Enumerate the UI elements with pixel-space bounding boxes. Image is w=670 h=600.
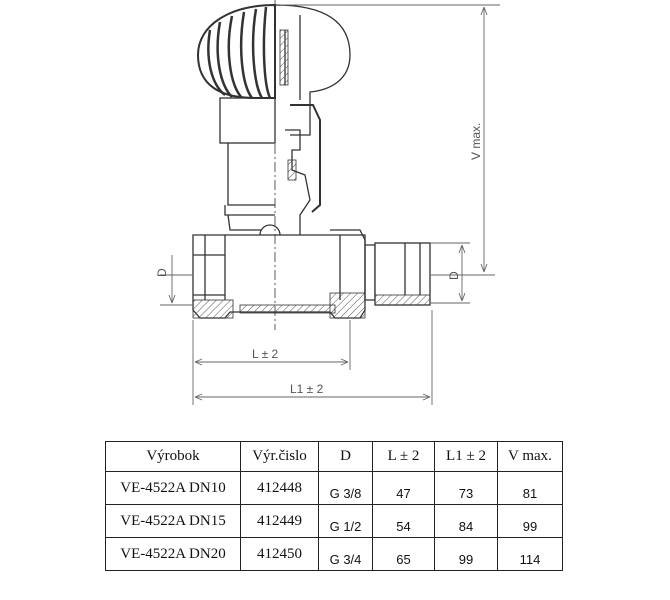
valve-body (192, 0, 431, 330)
cell-l1: 84 (434, 504, 498, 538)
dim-label-l1: L1 ± 2 (290, 382, 324, 396)
header-v-max: V max. (497, 441, 563, 472)
cell-v-max: 114 (497, 537, 563, 571)
header-catalog-number: Výr.čislo (240, 441, 319, 472)
cell-product: VE-4522A DN10 (105, 471, 241, 505)
cell-catalog-number: 412450 (240, 537, 319, 571)
table-header-row: Výrobok Výr.čislo D L ± 2 L1 ± 2 V max. (105, 441, 563, 472)
dim-label-l: L ± 2 (252, 347, 278, 361)
cell-l1: 73 (434, 471, 498, 505)
cell-l: 54 (372, 504, 435, 538)
cell-d: G 1/2 (318, 504, 373, 538)
cell-product: VE-4522A DN15 (105, 504, 241, 538)
cell-d: G 3/8 (318, 471, 373, 505)
cell-v-max: 99 (497, 504, 563, 538)
dim-label-v-max: V max. (469, 123, 483, 160)
table-row: VE-4522A DN15 412449 G 1/2 54 84 99 (105, 504, 563, 538)
cell-d: G 3/4 (318, 537, 373, 571)
cell-v-max: 81 (497, 471, 563, 505)
header-l: L ± 2 (372, 441, 435, 472)
dimension-lines (160, 4, 500, 405)
cell-catalog-number: 412448 (240, 471, 319, 505)
dimensions-table: Výrobok Výr.čislo D L ± 2 L1 ± 2 V max. … (105, 441, 563, 571)
valve-technical-drawing: D D L ± 2 L1 ± 2 V max. (155, 0, 500, 405)
header-product: Výrobok (105, 441, 241, 472)
header-d: D (318, 441, 373, 472)
table-row: VE-4522A DN20 412450 G 3/4 65 99 114 (105, 537, 563, 571)
dim-label-d-left: D (155, 268, 169, 277)
cell-product: VE-4522A DN20 (105, 537, 241, 571)
table-row: VE-4522A DN10 412448 G 3/8 47 73 81 (105, 471, 563, 505)
knob (196, 3, 351, 136)
cell-l: 65 (372, 537, 435, 571)
cell-l1: 99 (434, 537, 498, 571)
header-l1: L1 ± 2 (434, 441, 498, 472)
bonnet (219, 97, 321, 246)
dim-label-d-right: D (447, 271, 461, 280)
cell-catalog-number: 412449 (240, 504, 319, 538)
cell-l: 47 (372, 471, 435, 505)
